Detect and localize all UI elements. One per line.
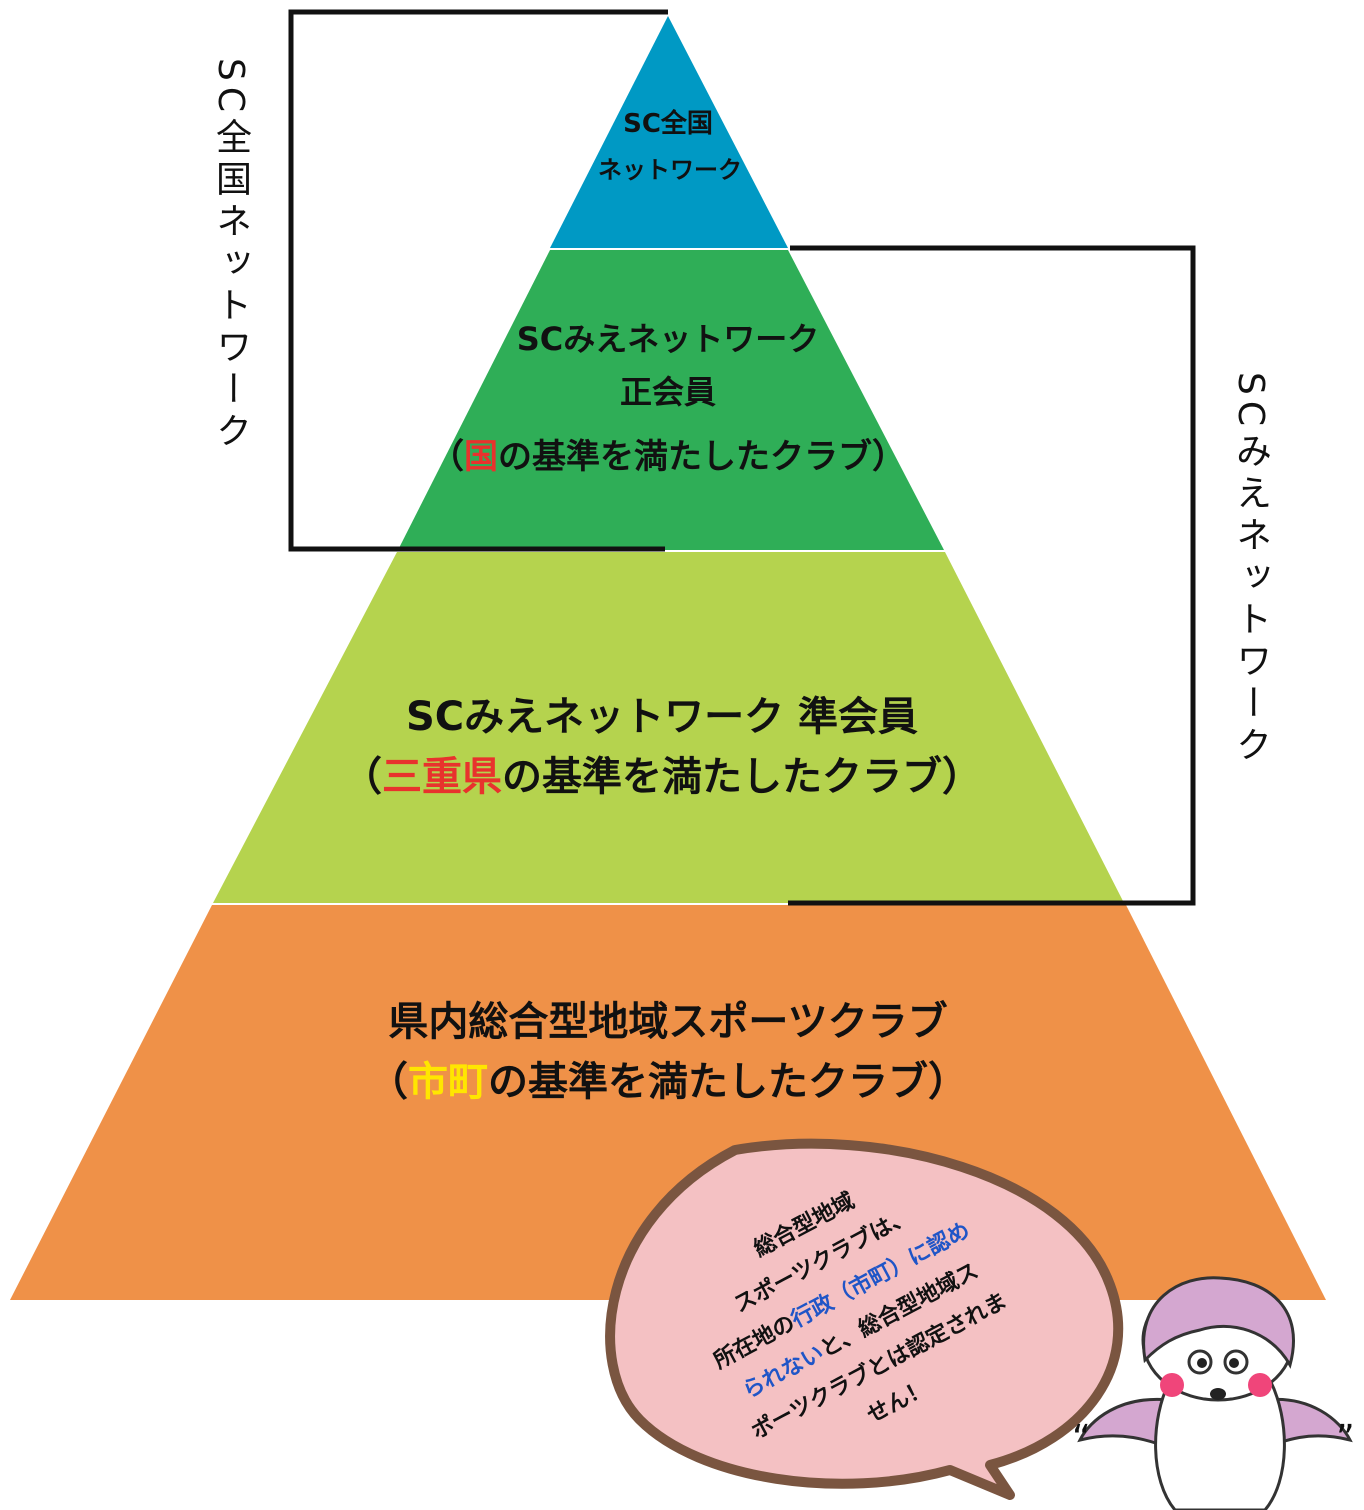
tier2-red-word: 国	[464, 437, 498, 477]
bracket-national	[288, 9, 668, 552]
tier1-line2: ネットワーク	[598, 156, 742, 184]
beak-icon	[1210, 1388, 1226, 1400]
tier2-line3: （国の基準を満たしたクラブ）	[430, 437, 906, 477]
quote-open: “	[1072, 1418, 1091, 1459]
tier4-yellow-word: 市町	[408, 1059, 488, 1105]
right-bracket-label: SCみえネットワーク	[1230, 372, 1271, 768]
tier-mie-full-member	[398, 250, 944, 550]
bird-mascot: “ ”	[1072, 1276, 1355, 1510]
body-icon	[1154, 1378, 1286, 1510]
tier3-line1: SCみえネットワーク 準会員	[406, 694, 918, 740]
tier4-line2: （市町の基準を満たしたクラブ）	[368, 1059, 968, 1105]
tier-mie-associate-member	[213, 552, 1124, 903]
tier3-red-word: 三重県	[382, 754, 502, 800]
hair-icon	[1142, 1276, 1295, 1369]
tier-national-network	[550, 16, 788, 248]
tier1-line1: SC全国	[623, 108, 713, 139]
speech-bubble: 総合型地域 スポーツクラブは、 所在地の行政（市町）に認め られないと、総合型地…	[605, 1138, 1124, 1500]
tier3-line2: （三重県の基準を満たしたクラブ）	[342, 754, 982, 800]
right-cheek-icon	[1248, 1373, 1272, 1397]
left-bracket-label: SC全国ネットワーク	[210, 58, 251, 454]
tier2-line1: SCみえネットワーク	[517, 320, 820, 358]
quote-close: ”	[1336, 1418, 1355, 1459]
left-cheek-icon	[1160, 1373, 1184, 1397]
tier2-line2: 正会員	[620, 373, 716, 411]
tier4-line1: 県内総合型地域スポーツクラブ	[388, 999, 947, 1045]
bracket-mie	[788, 245, 1196, 906]
